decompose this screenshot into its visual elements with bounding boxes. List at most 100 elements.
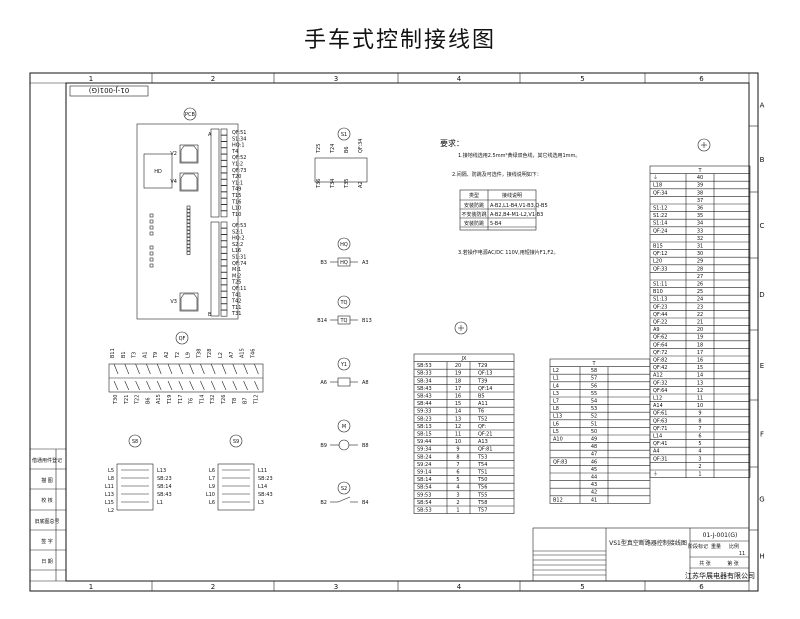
qf-top-label: A7 — [229, 351, 235, 358]
hq-coil — [337, 257, 351, 267]
jx-cell: T29 — [477, 363, 487, 369]
y1-coil — [337, 377, 351, 387]
qf-top-label: T3 — [132, 352, 138, 359]
pcb-terminal-label: T16 — [231, 199, 241, 205]
t-right-cell: QF:64 — [653, 342, 667, 348]
inner-frame — [65, 82, 750, 582]
t-left-cell: 44 — [591, 475, 597, 481]
jx-cell: T56 — [477, 485, 487, 491]
qf-top-label: L9 — [186, 352, 192, 358]
jx-cell: 5 — [456, 477, 459, 483]
s8-left-label: L2 — [108, 508, 114, 514]
s1-bottom-label: A2 — [358, 181, 364, 188]
t-right-cell: 19 — [697, 335, 703, 341]
qf-top-label: T2 — [175, 352, 181, 359]
pcb-led — [149, 225, 154, 230]
m-circle — [337, 419, 351, 433]
title-block-small-label: 第 张 — [727, 560, 739, 567]
pcb-terminal-label: M:1 — [232, 267, 241, 273]
qf-contact — [156, 380, 162, 391]
jx-cell: T51 — [477, 470, 487, 476]
pcb-terminal — [220, 210, 228, 218]
pcb-terminal-label: M:2 — [232, 273, 241, 279]
t-right-cell: 10 — [697, 403, 703, 409]
t-right-cell: QF:64 — [653, 388, 667, 394]
pcb-terminal-label: T15 — [231, 193, 241, 199]
m-right-terminal: B8 — [362, 443, 369, 449]
s2-label: S2 — [341, 486, 347, 492]
pcb-terminal — [220, 303, 228, 311]
notes-table — [459, 189, 537, 231]
t-right-cell: QF:44 — [653, 312, 667, 318]
qf-bottom-label: T22 — [135, 395, 141, 405]
jx-cell: A13 — [478, 439, 488, 445]
t-right-cell: 35 — [697, 213, 703, 219]
t-right-cell: 11 — [697, 396, 703, 402]
qf-contact — [243, 363, 248, 375]
pcb-dip — [186, 223, 191, 227]
qf-contact — [221, 363, 227, 375]
row-label: E — [760, 362, 764, 370]
jx-table — [413, 353, 515, 514]
t-left-cell: L8 — [553, 406, 559, 412]
t-right-cell: 6 — [698, 434, 701, 440]
t-right-cell: S1:22 — [653, 213, 667, 219]
t-right-cell: 28 — [697, 266, 703, 272]
pcb-terminal — [220, 309, 228, 317]
pcb-terminal — [220, 272, 228, 279]
jx-cell: QF:21 — [478, 432, 492, 438]
pcb-dip — [186, 237, 191, 241]
qf-bottom-label: T19 — [167, 395, 173, 405]
t-right-cell: B10 — [653, 289, 663, 295]
jx-cell: 16 — [455, 394, 461, 400]
qf-bottom-label: T32 — [210, 395, 216, 405]
side-label: 借通用件登记 — [32, 457, 62, 464]
t-right-cell: 7 — [698, 426, 701, 432]
side-label: 签 字 — [41, 538, 53, 545]
pcb-a-label: A — [208, 132, 212, 138]
s8-left-label: L13 — [105, 492, 114, 498]
jx-cell: QF:14 — [478, 386, 492, 392]
t-left-cell: QF:83 — [553, 459, 567, 465]
row-label: B — [760, 156, 765, 164]
pcb-chip — [179, 292, 199, 312]
m-label: M — [342, 424, 346, 430]
jx-cell: SB:14 — [417, 477, 432, 483]
jx-cell: 2 — [456, 500, 459, 506]
t-right-cell: QF:31 — [653, 456, 667, 462]
t-right-title: T — [697, 168, 702, 174]
s9-right-label: SB:23 — [258, 476, 273, 482]
s8-left-label: L11 — [105, 484, 114, 490]
t-left-cell: 48 — [591, 444, 597, 450]
pcb-terminal — [220, 228, 228, 235]
pcb-dip — [186, 247, 191, 252]
tq-label: TQ — [340, 300, 348, 306]
qf-contact — [113, 363, 119, 375]
qf-top-label: T9 — [153, 352, 159, 359]
jx-cell: 15 — [455, 401, 461, 407]
row-label: C — [760, 222, 765, 230]
t-right-cell: 39 — [697, 183, 703, 189]
t-right-cell: 2 — [698, 464, 701, 470]
t-right-cell: 26 — [697, 282, 703, 288]
jx-cell: QF:13 — [478, 371, 492, 377]
pcb-terminal-label: QF:53 — [232, 223, 246, 229]
y1-circle — [337, 357, 351, 371]
t-right-cell: 12 — [697, 388, 703, 394]
pcb-chip-label: V2 — [170, 151, 177, 157]
s1-body — [314, 157, 368, 183]
qf-contact — [124, 363, 130, 375]
qf-bottom-label: T8 — [232, 398, 238, 405]
t-right-cell: 18 — [697, 342, 703, 348]
column-label-top: 3 — [334, 75, 338, 83]
pcb-terminal — [220, 253, 228, 260]
t-right-cell: 34 — [697, 221, 703, 227]
t-left-table — [549, 358, 651, 504]
pcb-terminal — [220, 240, 228, 248]
side-label: 日 期 — [41, 559, 53, 565]
qf-contact — [210, 380, 216, 391]
notes-line3: 3.若操作电源AC/DC 110V,用短接片F1,F2。 — [458, 249, 558, 256]
qf-contact — [135, 380, 140, 391]
jx-cell: T57 — [477, 508, 487, 514]
jx-cell: T6 — [477, 409, 484, 415]
